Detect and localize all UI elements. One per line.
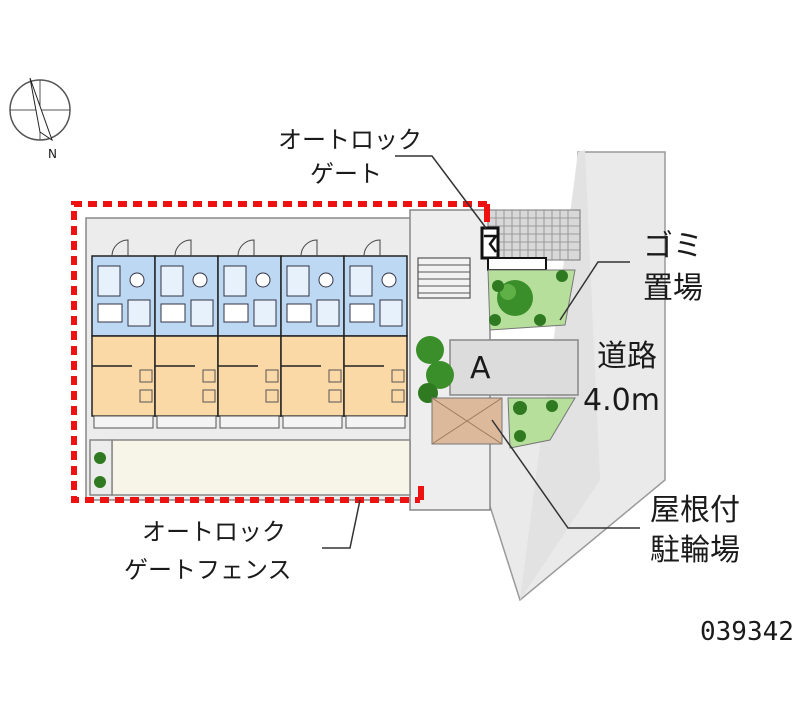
gate-fence-label-1: オートロック (142, 518, 286, 546)
compass-icon: N (9, 77, 71, 161)
apartment-unit (280, 239, 345, 429)
garden-south (507, 397, 576, 449)
apartment-unit (217, 239, 282, 429)
covered-bike-parking (431, 397, 503, 445)
bike-parking-label-1: 屋根付 (650, 493, 740, 528)
garbage-area-label-2: 置場 (643, 271, 703, 306)
gate-fence-label-2: ゲートフェンス (124, 556, 292, 584)
compass-n-label: N (48, 147, 57, 161)
road-width-label: 4.0m (583, 383, 660, 418)
garbage-area-grid (487, 209, 581, 261)
bike-parking-label-2: 駐輪場 (650, 533, 740, 568)
autolock-gate-label-2: ゲート (310, 160, 382, 188)
apartment-unit (343, 239, 408, 429)
leader-lines (322, 155, 640, 549)
parking-marker-label: A (470, 351, 491, 386)
garden-north (487, 269, 576, 331)
parking-space-a: A (449, 339, 579, 396)
garbage-area-label-1: ゴミ (643, 229, 703, 264)
tree-cluster (94, 336, 454, 488)
property-boundary (71, 201, 490, 503)
apartment-unit (154, 239, 219, 429)
autolock-gate-label-1: オートロック (278, 126, 422, 154)
apartment-unit (91, 239, 156, 429)
apartment-units (91, 239, 408, 429)
property-id: 039342 (700, 617, 794, 647)
entrance-stairs (417, 257, 471, 299)
autolock-gate-icon (480, 226, 547, 271)
road-label-1: 道路 (597, 339, 657, 374)
